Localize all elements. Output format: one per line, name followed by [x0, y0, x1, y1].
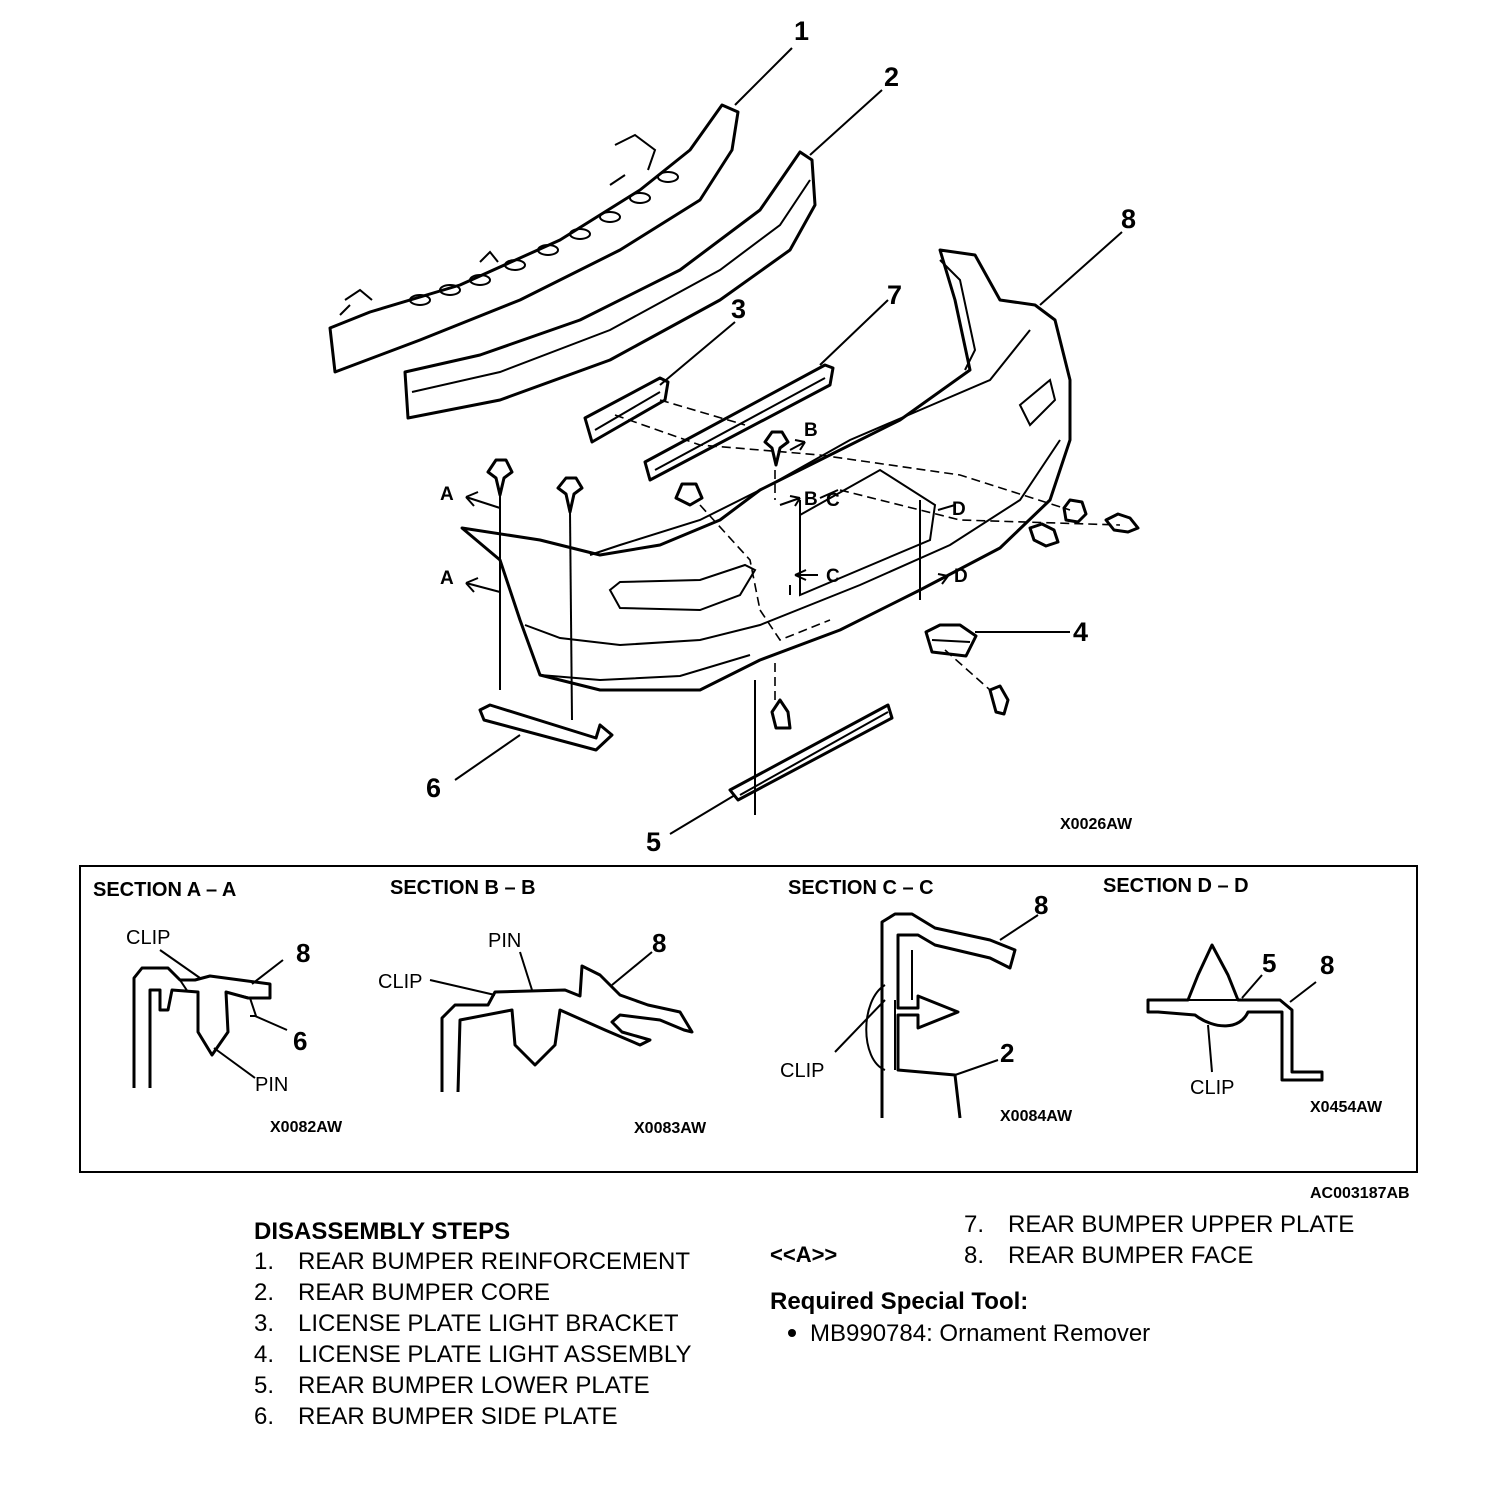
bullet-icon: [788, 1328, 796, 1337]
step-1-text: REAR BUMPER REINFORCEMENT: [298, 1248, 691, 1275]
arrow-letters: A A B B C C D D: [440, 420, 968, 589]
section-d-num-5: 5: [1262, 948, 1276, 978]
arrow-letter-d-lower: D: [954, 566, 968, 587]
arrow-letter-b-upper: B: [804, 420, 818, 441]
figure-code-main: X0026AW: [1060, 816, 1133, 833]
step-6-text: REAR BUMPER SIDE PLATE: [298, 1403, 618, 1430]
leader-lines: [454, 47, 1123, 835]
step-3-num: 3.: [254, 1310, 275, 1337]
section-b-code: X0083AW: [634, 1120, 707, 1137]
sections-box: [79, 865, 1418, 1173]
section-b-clip-label: CLIP: [378, 971, 422, 993]
callout-7: 7: [887, 280, 902, 310]
arrow-letter-c-upper: C: [826, 490, 840, 511]
overall-figure-code: AC003187AB: [1310, 1185, 1410, 1202]
section-c-num-2: 2: [1000, 1038, 1014, 1068]
section-a-num-8: 8: [296, 938, 310, 968]
callout-1: 1: [794, 16, 809, 46]
step-6: 6. REAR BUMPER SIDE PLATE: [254, 1403, 618, 1431]
step-4-text: LICENSE PLATE LIGHT ASSEMBLY: [298, 1341, 692, 1368]
step-8-num: 8.: [964, 1242, 985, 1269]
step-4: 4. LICENSE PLATE LIGHT ASSEMBLY: [254, 1341, 691, 1369]
step-7-text: REAR BUMPER UPPER PLATE: [1008, 1211, 1355, 1238]
section-a-pin-label: PIN: [255, 1074, 288, 1096]
callout-4: 4: [1073, 617, 1088, 647]
section-a-num-6: 6: [293, 1026, 307, 1056]
step-5-num: 5.: [254, 1372, 275, 1399]
step-8: 8. REAR BUMPER FACE: [964, 1242, 1253, 1270]
special-tool-item-text: MB990784: Ornament Remover: [810, 1320, 1151, 1347]
section-c-code: X0084AW: [1000, 1108, 1073, 1125]
step-8-text: REAR BUMPER FACE: [1008, 1242, 1254, 1269]
fasteners: [486, 430, 1140, 730]
callout-5: 5: [646, 827, 661, 857]
callout-numbers: 1 2 3 7 8 4 6 5: [426, 16, 1136, 857]
callout-3: 3: [731, 294, 746, 324]
part-5-lower-plate: [728, 703, 894, 802]
step-2-text: REAR BUMPER CORE: [298, 1279, 551, 1306]
part-6-side-plate: [478, 703, 614, 752]
procedure-marker-a: <<A>>: [770, 1242, 838, 1267]
section-d-code: X0454AW: [1310, 1099, 1383, 1116]
section-b-num-8: 8: [652, 928, 666, 958]
step-3-text: LICENSE PLATE LIGHT BRACKET: [298, 1310, 679, 1337]
part-8-bumper-face: [460, 248, 1072, 692]
step-2-num: 2.: [254, 1279, 275, 1306]
section-b: SECTION B – B PIN CLIP 8 X0083AW: [378, 877, 707, 1137]
arrow-letter-a-upper: A: [440, 484, 454, 505]
step-7-num: 7.: [964, 1211, 985, 1238]
section-arrows: [465, 439, 956, 593]
section-c: SECTION C – C CLIP 8 2 X0084AW: [780, 877, 1073, 1125]
step-2: 2. REAR BUMPER CORE: [254, 1279, 550, 1307]
part-2-core: [403, 150, 817, 420]
section-c-title: SECTION C – C: [788, 877, 934, 899]
disassembly-title: DISASSEMBLY STEPS: [254, 1218, 511, 1245]
section-b-title: SECTION B – B: [390, 877, 536, 899]
callout-6: 6: [426, 773, 441, 803]
section-d-clip-label: CLIP: [1190, 1077, 1234, 1099]
section-c-num-8: 8: [1034, 890, 1048, 920]
section-a: SECTION A – A CLIP 8 6 PIN X0082AW: [93, 879, 343, 1136]
part-1-reinforcement: [328, 103, 740, 374]
assembly-lines: [499, 399, 1121, 815]
section-d: SECTION D – D 5 8 CLIP X0454AW: [1103, 875, 1383, 1116]
step-7: 7. REAR BUMPER UPPER PLATE: [964, 1211, 1354, 1239]
callout-8: 8: [1121, 204, 1136, 234]
step-5-text: REAR BUMPER LOWER PLATE: [298, 1372, 650, 1399]
part-7-upper-plate: [643, 363, 835, 482]
step-4-num: 4.: [254, 1341, 275, 1368]
section-a-clip-label: CLIP: [126, 927, 170, 949]
part-3-bracket: [583, 376, 670, 444]
arrow-letter-c-lower: C: [826, 566, 840, 587]
arrow-letter-a-lower: A: [440, 568, 454, 589]
arrow-letter-b-lower: B: [804, 489, 818, 510]
step-3: 3. LICENSE PLATE LIGHT BRACKET: [254, 1310, 679, 1338]
callout-2: 2: [884, 62, 899, 92]
section-a-code: X0082AW: [270, 1119, 343, 1136]
special-tool-item: MB990784: Ornament Remover: [788, 1320, 1150, 1348]
section-c-clip-label: CLIP: [780, 1060, 824, 1082]
section-d-num-8: 8: [1320, 950, 1334, 980]
step-1: 1. REAR BUMPER REINFORCEMENT: [254, 1248, 690, 1276]
part-4-light-assembly: [924, 623, 978, 658]
step-5: 5. REAR BUMPER LOWER PLATE: [254, 1372, 650, 1400]
section-d-title: SECTION D – D: [1103, 875, 1249, 897]
section-a-title: SECTION A – A: [93, 879, 236, 901]
step-1-num: 1.: [254, 1248, 275, 1275]
step-6-num: 6.: [254, 1403, 275, 1430]
special-tool-title: Required Special Tool:: [770, 1288, 1029, 1315]
section-b-pin-label: PIN: [488, 930, 521, 952]
arrow-letter-d-upper: D: [952, 499, 966, 520]
